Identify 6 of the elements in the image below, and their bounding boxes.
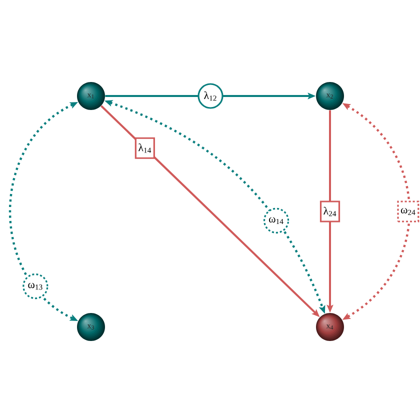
edge-label: λ$_{24}$ [320, 200, 340, 222]
edge-label: ω$_{14}$ [263, 208, 290, 234]
edge-label: λ$_{14}$ [134, 137, 155, 159]
edge-label: ω$_{24}$ [397, 200, 420, 222]
edge-label: ω$_{13}$ [22, 273, 48, 300]
edge-label: λ$_{12}$ [198, 83, 224, 109]
